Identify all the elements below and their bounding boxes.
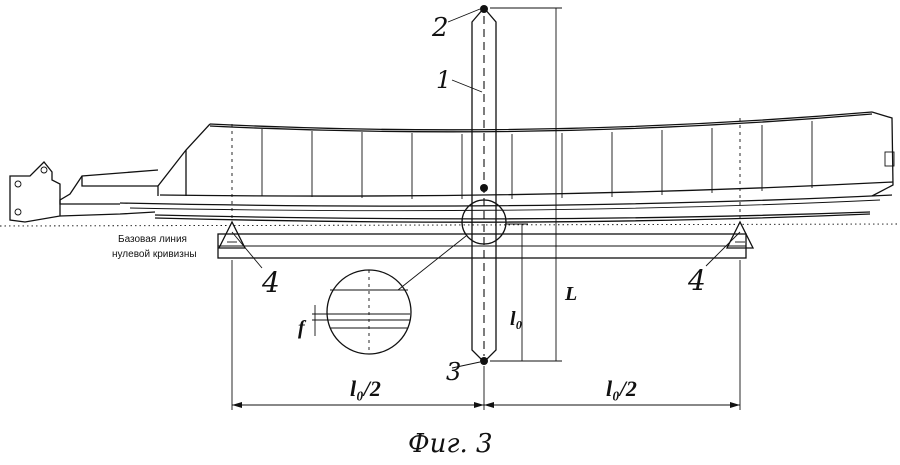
label-dim-half-right: l₀/2: [606, 376, 637, 401]
label-part-1: 1: [436, 66, 451, 94]
dimension-half-span: [231, 260, 741, 410]
support-beam: [217, 233, 747, 259]
dimension-l0: [506, 223, 528, 361]
label-dim-l0: l₀: [510, 308, 523, 330]
detail-leader: [397, 235, 467, 291]
support-left: [217, 220, 247, 249]
baseline-caption-line2: нулевой кривизны: [112, 249, 197, 260]
support-right: [725, 220, 755, 249]
baseline-caption-line1: Базовая линия: [118, 234, 187, 245]
detail-circle-small: [461, 199, 507, 245]
label-part-3: 3: [446, 358, 461, 386]
measuring-rod: [471, 5, 497, 365]
label-part-4-left: 4: [261, 266, 280, 299]
label-dim-L: L: [564, 283, 577, 305]
label-dim-half-left: l₀/2: [350, 376, 381, 401]
baseline-zero-curvature: [0, 223, 900, 227]
detail-magnified: [312, 269, 412, 355]
dimension-L: [490, 7, 562, 362]
label-part-4-right: 4: [687, 264, 706, 297]
leaf-spring: [9, 111, 895, 223]
rod-center-point: [480, 184, 488, 192]
figure-caption: Фиг. 3: [408, 429, 493, 459]
rod-bottom-point: [480, 357, 488, 365]
rod-top-point: [480, 5, 488, 13]
label-dim-f: f: [298, 317, 307, 339]
label-part-2: 2: [431, 13, 449, 43]
